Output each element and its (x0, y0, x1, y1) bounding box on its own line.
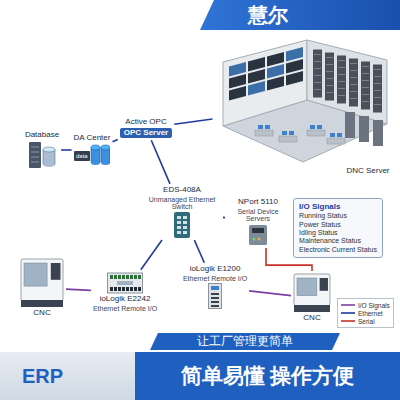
tagline-band: 简单易懂 操作方便 (135, 352, 400, 400)
legend-box: I/O SignalsEthernetSerial (337, 298, 394, 328)
node-label: DA Center (74, 134, 111, 143)
node-sublabel: Maintenance Status (299, 237, 361, 245)
io-signal-line (249, 291, 291, 296)
io-signal-line (66, 289, 91, 290)
node-sublabel: Ethernet Remote I/O (93, 305, 157, 313)
ethernet-line (151, 140, 170, 184)
remote-io-device: ioLogik E2242Ethernet Remote I/O (91, 270, 159, 314)
ethernet-switch: EDS-408AUnmanaged Ethernet Switch (141, 184, 223, 240)
node-sublabel: Power Status (299, 221, 341, 229)
node-label: ioLogik E2242 (100, 295, 151, 304)
node-sublabel: Electronic Current Status (299, 246, 377, 254)
room-icon (215, 38, 390, 166)
da-center-device: DA Center (72, 132, 113, 168)
node-label: Active OPC (125, 118, 166, 127)
legend-row: Ethernet (341, 309, 390, 317)
legend-label: Serial (358, 318, 375, 325)
ethernet-line (194, 240, 204, 263)
node-label: Database (25, 131, 59, 140)
e1200-icon (208, 283, 222, 309)
nport-icon (248, 224, 268, 246)
node-sublabel: Unmanaged Ethernet Switch (143, 196, 221, 211)
device-tag: data (76, 153, 88, 159)
ethernet-line (223, 217, 225, 219)
node-label: 简单易懂 操作方便 (181, 362, 355, 390)
legend-label: I/O Signals (358, 302, 390, 309)
node-label: ERP (22, 365, 63, 388)
node-sublabel: Serial Device Servers (227, 208, 289, 223)
dnc-server-room: DNC Server (213, 36, 392, 178)
node-label: NPort 5110 (238, 198, 278, 207)
node-sublabel: OPC Server (120, 128, 172, 139)
ethernet-line (61, 149, 71, 151)
node-label: EDS-408A (163, 186, 201, 195)
database-device: Database (23, 129, 61, 171)
serial-device-server: NPort 5110Serial Device Servers (225, 196, 291, 248)
cnc-icon (20, 258, 64, 308)
node-label: 慧尔 (248, 2, 288, 29)
legend-sample (341, 310, 355, 316)
node-label: 让工厂管理更简单 (197, 333, 293, 350)
slogan-ribbon: 让工厂管理更简单 (150, 333, 340, 350)
e2242-icon (107, 272, 143, 294)
brand-band: 慧尔 (200, 0, 400, 30)
node-sublabel: Running Status (299, 212, 347, 220)
ethernet-line (141, 240, 162, 270)
node-sublabel: Ethernet Remote I/O (183, 275, 247, 283)
opc-server-device: Active OPCOPC Server (118, 116, 174, 141)
node-label: CNC (303, 314, 320, 323)
node-label: ioLogik E1200 (190, 265, 241, 274)
legend-row: Serial (341, 317, 390, 325)
legend-sample (341, 318, 355, 324)
ethernet-line (112, 139, 117, 141)
node-sublabel: Idling Status (299, 229, 338, 237)
node-label: I/O Signals (299, 202, 340, 212)
server-icon (27, 141, 57, 169)
cnc-icon (293, 273, 331, 313)
legend-label: Ethernet (358, 310, 383, 317)
node-label: DNC Server (346, 167, 389, 176)
io-signals-box: I/O SignalsRunning StatusPower StatusIdl… (293, 198, 383, 259)
remote-io-device: ioLogik E1200Ethernet Remote I/O (181, 263, 249, 311)
legend-row: I/O Signals (341, 301, 390, 309)
erp-panel: ERP (0, 352, 135, 400)
ethernet-line (174, 119, 212, 124)
cnc-machine: CNC (291, 271, 333, 325)
switch-icon (173, 212, 191, 238)
legend-sample (341, 302, 355, 308)
node-label: CNC (33, 309, 50, 318)
cnc-machine: CNC (18, 256, 66, 320)
